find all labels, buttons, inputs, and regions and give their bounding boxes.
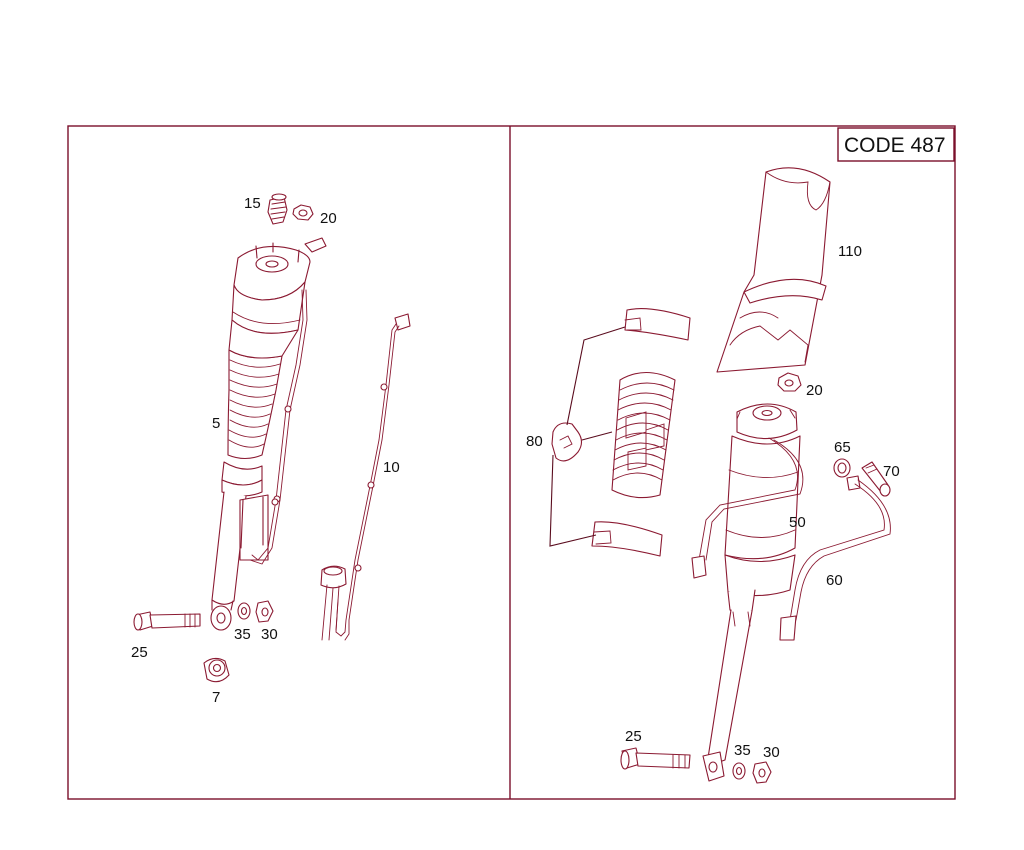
callout-20-left: 20 [320, 210, 337, 227]
part-15-valve [267, 193, 288, 225]
part-35-washer-right [732, 762, 746, 780]
part-70-screw [861, 461, 891, 497]
part-7-bushing [203, 657, 230, 683]
part-25-bolt-right [620, 747, 691, 770]
callout-35-right: 35 [734, 742, 751, 759]
callout-30-left: 30 [261, 626, 278, 643]
callout-80: 80 [526, 433, 543, 450]
callout-110: 110 [838, 243, 862, 260]
part-50-air-strut [691, 403, 804, 782]
left-panel: 15 20 5 10 25 35 30 7 [131, 193, 411, 706]
callout-35-left: 35 [234, 626, 251, 643]
part-80-bellows-kit [551, 308, 691, 557]
callout-60: 60 [826, 572, 843, 589]
part-10-wire-harness [320, 313, 411, 641]
callout-70: 70 [883, 463, 900, 480]
wrench-icon [551, 422, 583, 462]
part-60-hose [779, 475, 891, 641]
callout-30-right: 30 [763, 744, 780, 761]
diagram-frame [67, 125, 956, 800]
callout-20-right: 20 [806, 382, 823, 399]
callout-10: 10 [383, 459, 400, 476]
part-30-nut-right [752, 761, 772, 784]
callout-25-left: 25 [131, 644, 148, 661]
part-20-nut-right [777, 372, 802, 392]
code-box: CODE 487 [837, 127, 955, 162]
right-panel: 110 20 80 65 70 50 60 25 35 30 [526, 167, 900, 784]
part-110-cover [716, 167, 831, 373]
part-35-washer [237, 602, 251, 620]
part-65-seal [833, 458, 851, 478]
callout-5: 5 [212, 415, 220, 432]
callout-15: 15 [244, 195, 261, 212]
part-30-nut [255, 600, 274, 623]
callout-7: 7 [212, 689, 220, 706]
part-25-bolt [133, 611, 201, 631]
code-label: CODE 487 [844, 134, 946, 157]
leader-80 [549, 326, 626, 547]
callout-50: 50 [789, 514, 806, 531]
callout-25-right: 25 [625, 728, 642, 745]
callout-65: 65 [834, 439, 851, 456]
part-20-nut [292, 204, 314, 221]
part-5-air-strut [210, 237, 327, 631]
